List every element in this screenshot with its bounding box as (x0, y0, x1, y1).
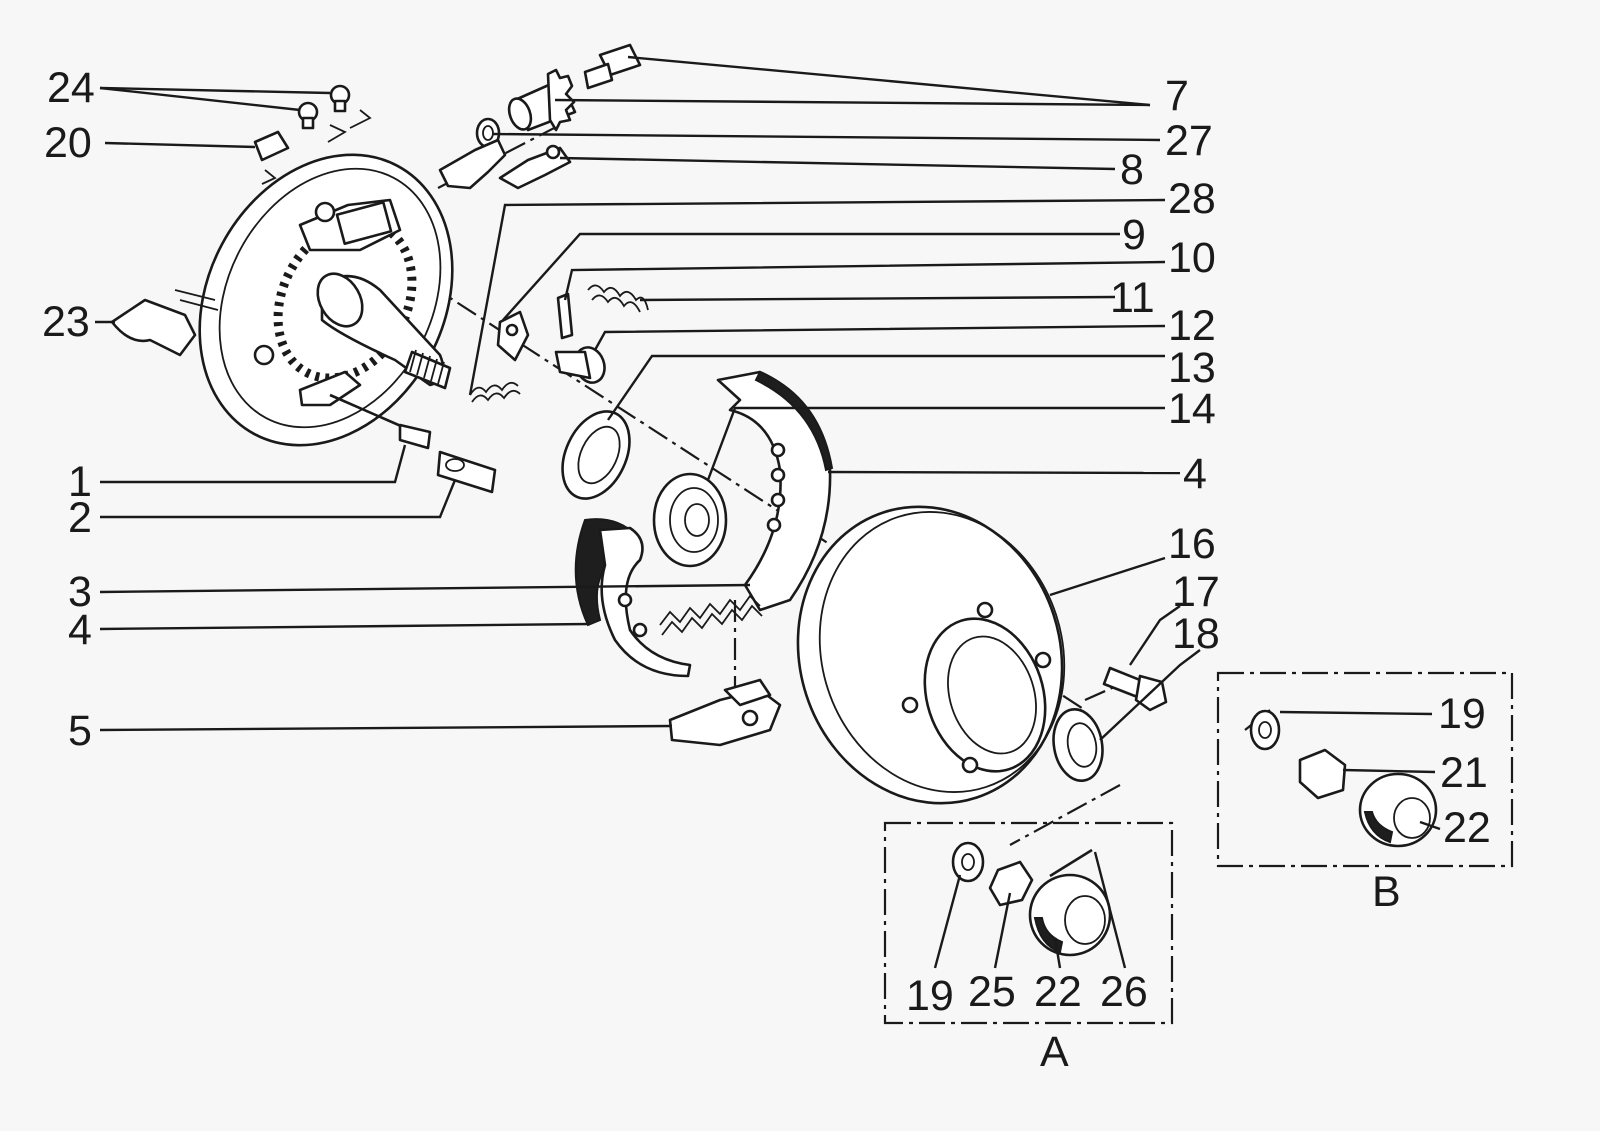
part-21-nut (1298, 748, 1347, 800)
part-13-seal (561, 410, 631, 500)
callout-16: 16 (1168, 520, 1216, 568)
part-10-pin (556, 292, 574, 340)
part-12-bolt (554, 346, 606, 384)
part-18-outer-bearing (1052, 708, 1104, 782)
part-2-link (436, 450, 497, 494)
callout-5: 5 (68, 707, 92, 755)
leader-lines (95, 55, 1441, 969)
callout-17: 17 (1172, 568, 1220, 616)
callout-1: 1 (68, 458, 92, 506)
callout-7: 7 (1165, 72, 1189, 120)
part-5-bracket (668, 678, 782, 747)
part-28-spring (469, 381, 521, 403)
part-19-washer-a (951, 841, 985, 883)
part-4-lower-brake-shoe (574, 518, 692, 678)
callout-19-a: 19 (906, 972, 954, 1020)
callout-2: 2 (68, 494, 92, 542)
part-7-adjuster (507, 43, 642, 132)
part-24-screws (297, 84, 372, 143)
brake-backing-plate (198, 153, 454, 447)
callout-18: 18 (1172, 610, 1220, 658)
callout-4-lower: 4 (68, 606, 92, 654)
callout-9: 9 (1122, 211, 1146, 259)
callout-28: 28 (1168, 175, 1216, 223)
callout-22-a: 22 (1034, 968, 1082, 1016)
callout-10: 10 (1168, 234, 1216, 282)
callout-24: 24 (47, 64, 95, 112)
part-9-lever-plate (496, 310, 530, 362)
callout-22-b: 22 (1443, 804, 1491, 852)
part-17-wheel-bolt (1102, 666, 1168, 712)
callout-19-b: 19 (1438, 690, 1486, 738)
inset-b-label: B (1372, 868, 1401, 916)
inset-a (883, 821, 1174, 1025)
part-8-levers (438, 138, 572, 190)
inset-b (1216, 671, 1514, 868)
part-22-hub-cap-a (1028, 873, 1112, 957)
part-23-bracket (110, 289, 219, 357)
callout-12: 12 (1168, 302, 1216, 350)
callout-4-upper: 4 (1183, 450, 1207, 498)
part-11-spring (587, 284, 649, 313)
callout-14: 14 (1168, 385, 1216, 433)
part-1-rod (329, 393, 432, 450)
part-26-cotter-pin (1049, 848, 1093, 878)
callout-27: 27 (1165, 117, 1213, 165)
part-4-upper-brake-shoe (716, 370, 834, 612)
callout-20: 20 (44, 119, 92, 167)
inset-a-label: A (1040, 1028, 1069, 1076)
part-20-clip (253, 130, 290, 185)
callout-labels: 24 20 23 1 2 3 4 5 7 27 8 28 9 10 11 12 … (42, 64, 1491, 1076)
callout-3: 3 (68, 568, 92, 616)
part-22-hub-cap-b (1358, 772, 1438, 848)
callout-21: 21 (1440, 749, 1488, 797)
callout-26: 26 (1100, 968, 1148, 1016)
part-19-washer-b (1249, 709, 1281, 751)
part-14-bearing (652, 472, 728, 568)
callout-13: 13 (1168, 344, 1216, 392)
spindle-thread (403, 349, 452, 390)
callout-11: 11 (1110, 274, 1155, 322)
callout-25: 25 (968, 968, 1016, 1016)
part-16-brake-drum (796, 505, 1066, 805)
part-3-spring (659, 594, 763, 636)
callout-23: 23 (42, 298, 90, 346)
callout-8: 8 (1120, 146, 1144, 194)
part-25-castle-nut (988, 860, 1034, 907)
